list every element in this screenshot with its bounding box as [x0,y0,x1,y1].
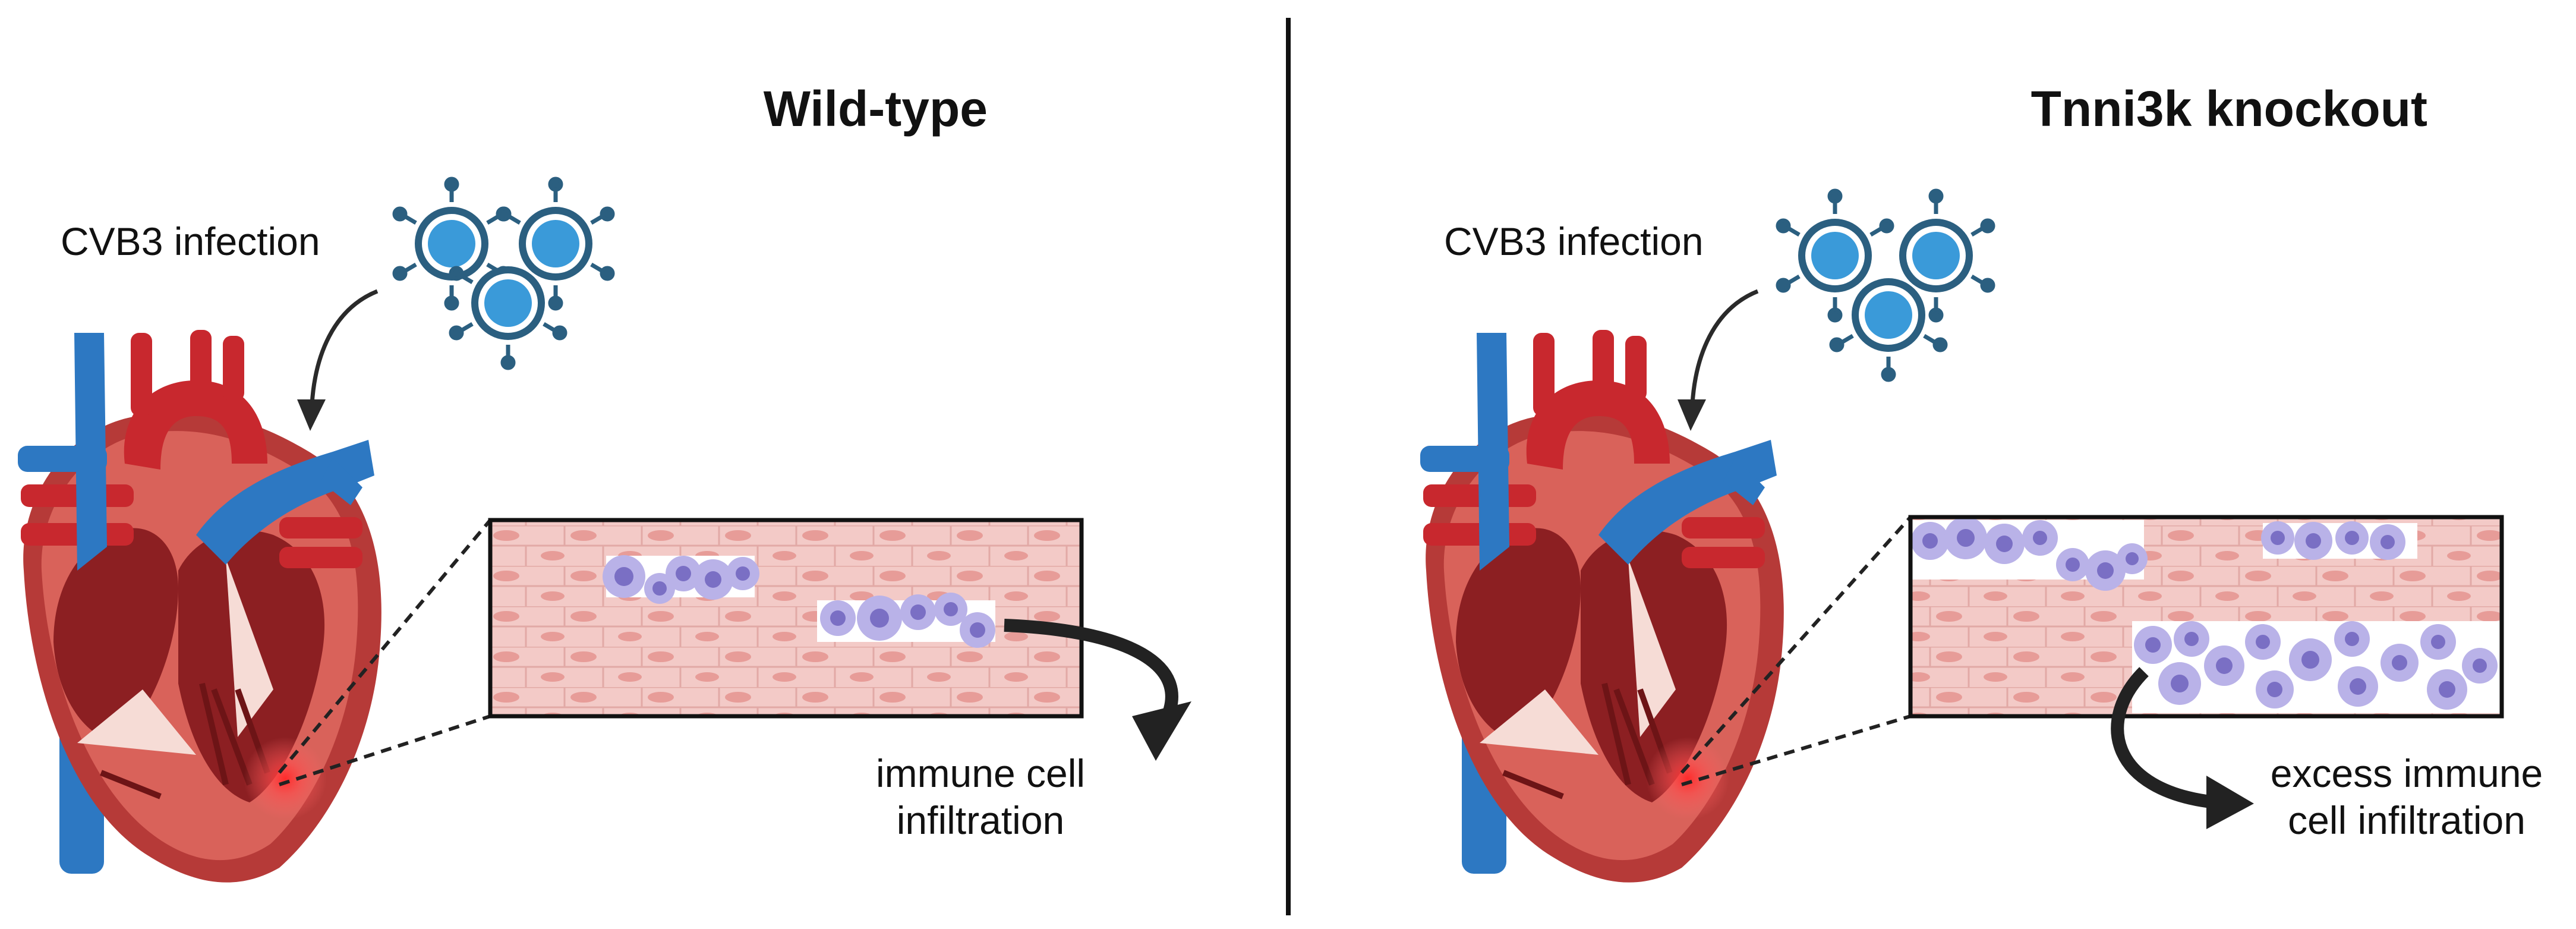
zoom-lines [1680,515,1912,786]
panel-title: Wild-type [763,81,988,137]
panel-title: Tnni3k knockout [2030,81,2427,137]
tissue-inset [1908,515,2504,719]
virus-cluster [392,177,615,370]
infection-site-glow [244,737,327,820]
infection-label: CVB3 infection [1444,219,1704,263]
heart [18,330,381,883]
virus-particle [449,266,567,370]
virus-cluster [1776,188,1995,382]
outcome-label: immune cell infiltration [856,750,1105,844]
infection-arrow [1678,289,1759,431]
immune-cell-cluster [2132,621,2501,713]
virus-particle [1899,188,1995,323]
zoom-lines [278,519,492,786]
outcome-label-line2: cell infiltration [2288,798,2525,843]
infiltration-arrow [1004,619,1191,761]
immune-cell-cluster [1911,517,2148,591]
virus-particle [1776,188,1894,323]
immune-cell-cluster [603,555,759,604]
outcome-label-line1: immune cell [875,751,1086,795]
virus-particle [1829,278,1948,382]
infection-site-glow [1646,737,1729,820]
infection-arrow [297,289,379,431]
infection-label: CVB3 infection [61,219,320,263]
panel-tnni3k-knockout: Tnni3k knockout CVB3 infection excess im… [1288,0,2576,929]
immune-cell-cluster [817,593,995,648]
tissue-inset [488,518,1084,719]
panel-divider [1286,18,1291,915]
infiltration-arrow [2111,667,2254,829]
virus-particle [496,177,615,311]
knockout-illustration [1420,188,2504,883]
outcome-label-line1: excess immune [2270,751,2543,795]
wild-type-illustration [18,177,1191,883]
outcome-label: excess immune cell infiltration [2252,750,2561,844]
panel-wild-type: Wild-type CVB3 infection immune cell inf… [18,81,1191,883]
immune-cell-cluster [2261,521,2417,560]
heart [1420,330,1784,883]
outcome-label-line2: infiltration [896,798,1065,843]
